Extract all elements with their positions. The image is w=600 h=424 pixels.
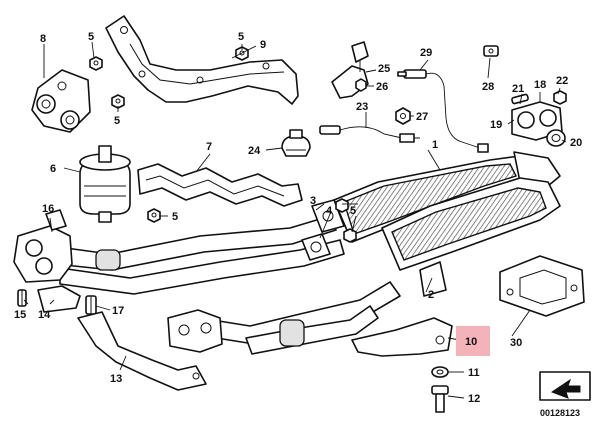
label-12: 12	[468, 393, 480, 405]
label-5: 5	[350, 205, 356, 217]
part-4-gasket	[301, 233, 331, 261]
part-20-gasket	[546, 129, 566, 147]
label-29: 29	[420, 47, 432, 59]
leader-lines	[23, 41, 567, 399]
part-27-nut	[395, 107, 411, 125]
label-5: 5	[172, 211, 178, 223]
label-16: 16	[42, 203, 54, 215]
label-22: 22	[556, 75, 568, 87]
part-11-washer	[431, 366, 449, 378]
part-16-manifold-flange	[13, 209, 73, 283]
part-17-bolt	[85, 295, 97, 315]
part-10-bracket	[351, 317, 453, 357]
label-26: 26	[376, 81, 388, 93]
label-15: 15	[14, 309, 26, 321]
part-26-nut	[355, 78, 367, 92]
label-28: 28	[482, 81, 494, 93]
part-9-hanger-bracket	[105, 15, 299, 105]
label-18: 18	[534, 79, 546, 91]
part-10-highlight	[456, 326, 490, 356]
part-5-nut	[111, 94, 125, 109]
part-12-bolt	[431, 385, 449, 413]
part-30-heat-plate	[499, 255, 585, 317]
part-5-nut	[343, 228, 357, 243]
label-7: 7	[206, 141, 212, 153]
label-17: 17	[112, 305, 124, 317]
label-2: 2	[428, 289, 434, 301]
part-13-support-bracket	[77, 309, 223, 391]
label-13: 13	[110, 373, 122, 385]
part-14-clamp	[37, 285, 81, 313]
part-7-heat-shield	[137, 163, 303, 207]
label-9: 9	[260, 39, 266, 51]
label-30: 30	[510, 337, 522, 349]
label-14: 14	[38, 309, 51, 321]
direction-arrow-icon	[539, 371, 591, 401]
callout-labels: 8 5 5 5 9 6 7 5 24 23 25 26 29 27 28 21 …	[14, 31, 582, 405]
part-24-clamp	[281, 129, 311, 157]
label-6: 6	[50, 163, 56, 175]
part-22-nut	[553, 90, 567, 105]
reference-code: 00128123	[540, 408, 580, 418]
label-5: 5	[238, 31, 244, 43]
front-exhaust-pipe-left	[35, 215, 337, 271]
label-25: 25	[378, 63, 390, 75]
front-pipe-lower	[199, 281, 401, 355]
label-5: 5	[114, 115, 120, 127]
part-15-bolt	[17, 289, 27, 307]
label-10: 10	[465, 336, 477, 348]
label-3: 3	[310, 195, 316, 207]
label-11: 11	[468, 367, 480, 379]
label-20: 20	[570, 137, 582, 149]
part-8-exhaust-mount	[31, 69, 91, 133]
part-2-catalytic-converter	[381, 177, 561, 297]
part-5-nut	[147, 208, 161, 223]
label-21: 21	[512, 83, 524, 95]
label-1: 1	[432, 139, 438, 151]
front-exhaust-pipe-right	[59, 239, 345, 295]
part-6-rubber-buffer	[79, 145, 131, 223]
label-27: 27	[416, 111, 428, 123]
label-23: 23	[356, 101, 368, 113]
part-5-nut	[89, 56, 103, 71]
label-4: 4	[326, 205, 333, 217]
label-5: 5	[88, 31, 94, 43]
label-24: 24	[248, 145, 261, 157]
label-19: 19	[490, 119, 502, 131]
part-28-clip	[483, 45, 499, 57]
part-1-catalytic-converter	[333, 151, 561, 243]
label-8: 8	[40, 33, 46, 45]
part-23-oxygen-sensor	[319, 125, 420, 143]
part-5-nut	[335, 198, 349, 213]
part-29-oxygen-sensor	[397, 69, 489, 153]
